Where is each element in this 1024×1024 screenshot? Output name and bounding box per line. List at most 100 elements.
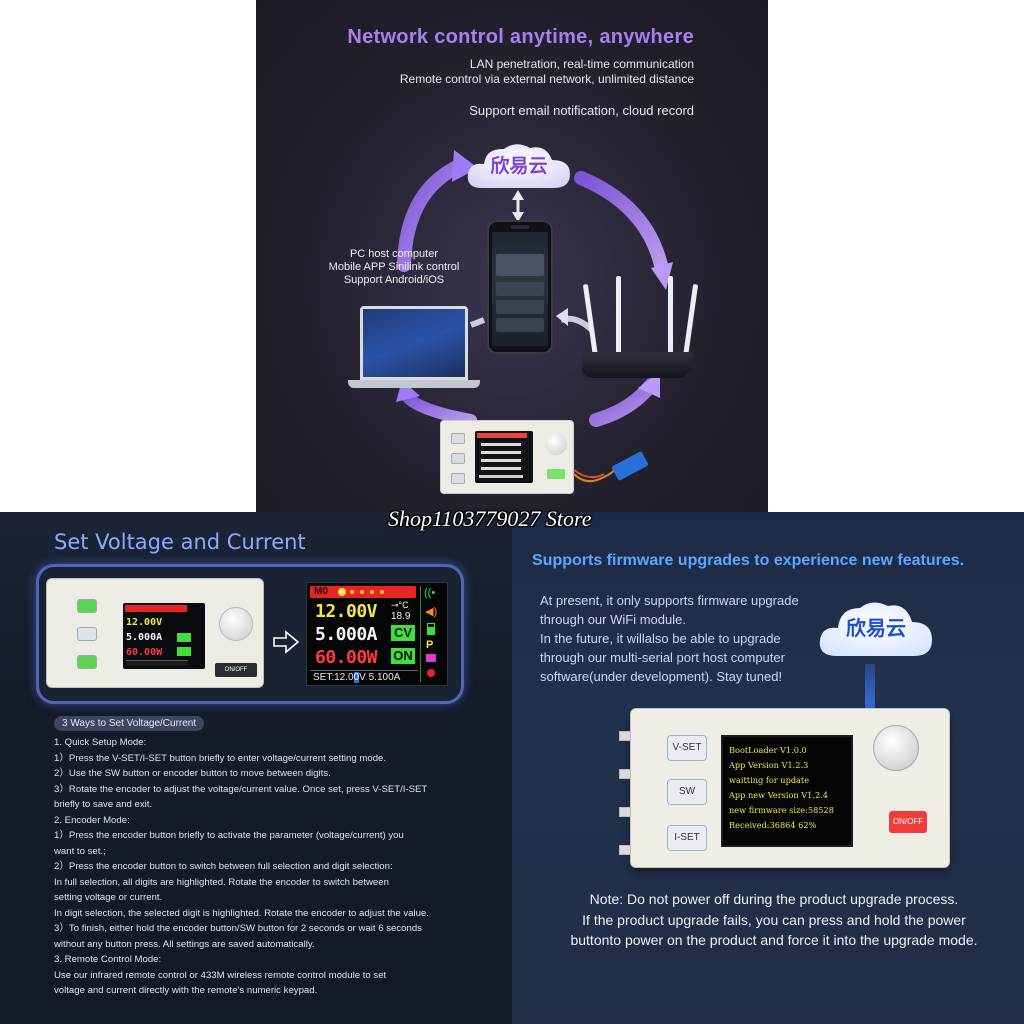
set-suffix: V 5.100A <box>359 672 401 683</box>
instruction-line: 3）To finish, either hold the encoder but… <box>54 923 422 934</box>
bootloader-screen: BootLoader V1.0.0 App Version V1.2.3 wai… <box>721 735 853 847</box>
screen-line: waitting for update <box>729 775 810 785</box>
sw-button[interactable] <box>77 627 97 641</box>
network-line-3: Support email notification, cloud record <box>469 103 694 118</box>
screen-line: Received:36864 62% <box>729 820 817 830</box>
i-set-button[interactable]: I-SET <box>667 825 707 851</box>
device-screen <box>475 431 533 483</box>
divider <box>420 586 421 682</box>
network-line-1: LAN penetration, real-time communication <box>469 57 694 71</box>
power-supply-device: 12.00V 5.000A 60.00W ON/OFF <box>46 578 264 688</box>
cloud-label: 欣易云 <box>490 155 548 177</box>
screen-text-line <box>481 443 521 446</box>
firmware-line: software(under development). Stay tuned! <box>540 669 783 684</box>
laptop-app-screen <box>363 309 465 377</box>
mini-power: 60.00W <box>126 647 163 658</box>
firmware-device: V-SET SW I-SET BootLoader V1.0.0 App Ver… <box>619 708 950 868</box>
router-antenna <box>668 276 673 356</box>
encoder-knob[interactable] <box>219 607 253 641</box>
wifi-icon: ((• <box>424 587 436 599</box>
store-watermark: Shop1103779027 Store <box>388 506 592 531</box>
status-dot <box>338 588 346 596</box>
onoff-button <box>547 469 565 479</box>
selected-digit: 0 <box>353 672 360 683</box>
laptop-image <box>360 306 468 380</box>
firmware-line: through our multi-serial port host compu… <box>540 650 785 665</box>
firmware-description: At present, it only supports firmware up… <box>540 591 799 686</box>
instruction-line: 2）Press the encoder button to switch bet… <box>54 861 393 872</box>
device-button <box>451 453 465 464</box>
instruction-line: briefly to save and exit. <box>54 799 153 810</box>
firmware-line: through our WiFi module. <box>540 612 686 627</box>
sw-button[interactable]: SW <box>667 779 707 805</box>
app-panel <box>496 282 544 296</box>
host-line-3: Support Android/iOS <box>343 274 445 286</box>
mode-label: M0 <box>314 586 328 597</box>
network-line-2: Remote control via external network, unl… <box>399 72 694 86</box>
screen-line: BootLoader V1.0.0 <box>729 745 807 755</box>
mini-voltage: 12.00V <box>126 617 163 628</box>
status-dot <box>360 590 364 594</box>
status-dot <box>370 590 374 594</box>
set-prefix: SET:12.0 <box>313 672 354 683</box>
device-button <box>451 433 465 444</box>
enlarged-device-screen: M0 12.00V 5.000A 60.00W ⊸°C 18.9 CV ON (… <box>306 582 448 686</box>
mount-tab <box>619 807 631 817</box>
screen-text-line <box>479 475 523 478</box>
instruction-line: 1）Press the V-SET/I-SET button briefly t… <box>54 752 387 764</box>
cloud-label: 欣易云 <box>846 616 906 640</box>
screen-text-line <box>481 451 521 454</box>
lock-icon <box>426 654 436 662</box>
onoff-button[interactable]: ON/OFF <box>215 663 257 677</box>
set-voltage-heading: Set Voltage and Current <box>54 530 306 554</box>
temperature-readout: 18.9 <box>391 611 411 622</box>
onoff-button[interactable]: ON/OFF <box>889 811 927 833</box>
screen-text-line <box>481 459 521 462</box>
instruction-line: 2）Use the SW button or encoder button to… <box>54 768 331 779</box>
screen-bar <box>477 433 527 438</box>
smartphone-image <box>487 220 553 354</box>
battery-icon <box>427 623 435 635</box>
phone-notch <box>511 225 529 229</box>
app-panel <box>496 254 544 276</box>
status-dot <box>380 590 384 594</box>
encoder-knob[interactable] <box>873 725 919 771</box>
v-set-button[interactable]: V-SET <box>667 735 707 761</box>
mini-current: 5.000A <box>126 632 163 643</box>
power-readout: 60.00W <box>315 647 378 668</box>
v-set-button[interactable] <box>77 599 97 613</box>
screen-line: new firmware size:58528 <box>729 805 834 815</box>
set-readout: SET:12.00V 5.100A <box>310 670 418 684</box>
on-badge: ON <box>391 648 415 664</box>
instruction-line: 3）Rotate the encoder to adjust the volta… <box>54 783 428 795</box>
thermometer-icon: ⊸°C <box>391 600 409 610</box>
ways-label: 3 Ways to Set Voltage/Current <box>54 716 205 731</box>
instruction-line: In full selection, all digits are highli… <box>54 876 389 888</box>
laptop-base <box>348 380 480 388</box>
host-line-2: Mobile APP Sinilink control <box>328 261 460 273</box>
instruction-heading: 1. Quick Setup Mode: <box>54 737 147 748</box>
device-button <box>451 473 465 484</box>
app-panel <box>496 300 544 314</box>
status-dot <box>350 590 354 594</box>
instruction-heading: 2. Encoder Mode: <box>54 814 130 826</box>
mount-tab <box>619 845 631 855</box>
network-title: Network control anytime, anywhere <box>347 26 694 48</box>
instruction-line: In digit selection, the selected digit i… <box>54 907 429 919</box>
power-supply-device-image <box>440 420 574 494</box>
screen-line: App new Version V1.2.4 <box>729 790 829 800</box>
cloud-icon: 欣易云 <box>816 596 936 662</box>
screen-line: App Version V1.2.3 <box>729 760 809 770</box>
host-line-1: PC host computer <box>349 248 439 260</box>
mini-set-line <box>126 660 188 666</box>
instruction-line: Use our infrared remote control or 433M … <box>54 969 387 981</box>
instruction-heading: 3. Remote Control Mode: <box>54 954 162 965</box>
note-line: Note: Do not power off during the produc… <box>589 891 959 907</box>
note-line: buttonto power on the product and force … <box>570 932 978 948</box>
speaker-icon: ◀) <box>425 606 438 618</box>
arrow-right-icon <box>273 630 300 654</box>
i-set-button[interactable] <box>77 655 97 669</box>
screen-status-bar: M0 <box>310 586 416 598</box>
router-antenna <box>616 276 621 356</box>
p-icon: P <box>426 639 434 651</box>
